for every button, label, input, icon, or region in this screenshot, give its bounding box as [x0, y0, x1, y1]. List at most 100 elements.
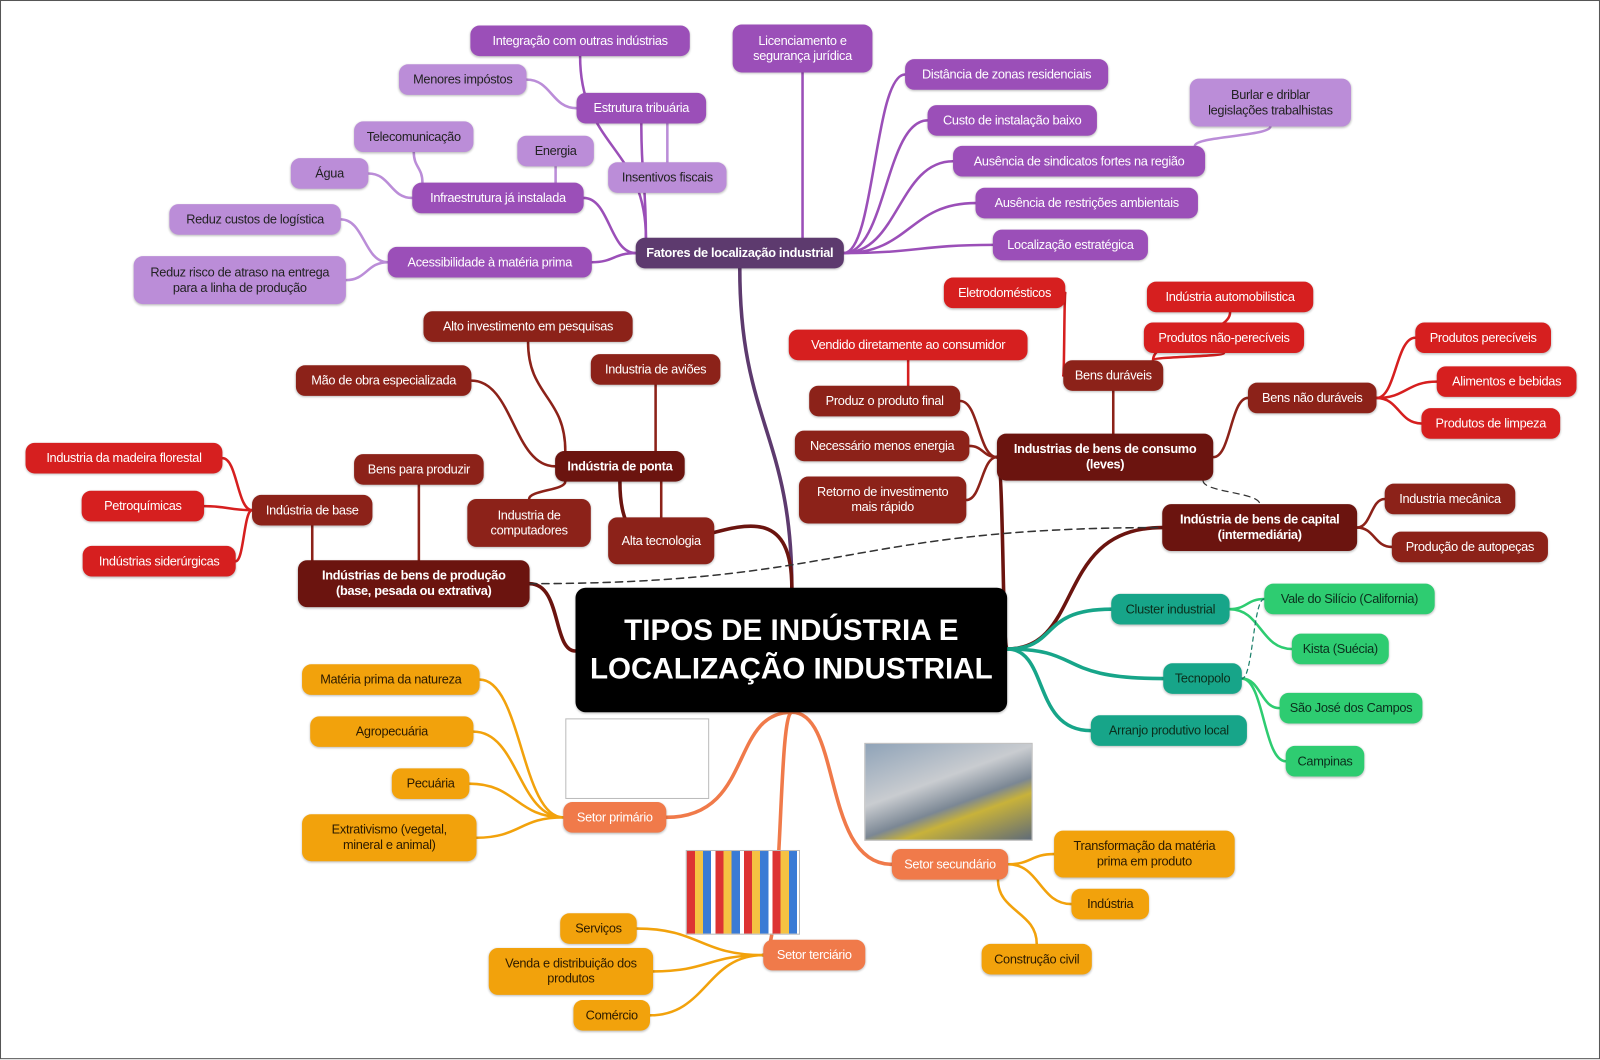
- node-automob[interactable]: Indústria automobilistica: [1146, 281, 1314, 313]
- node-avioes[interactable]: Industria de aviões: [590, 354, 721, 385]
- node-ausenciasind[interactable]: Ausência de sindicatos fortes na região: [953, 145, 1206, 177]
- node-producao[interactable]: Indústrias de bens de produção (base, pe…: [297, 560, 530, 608]
- node-custo[interactable]: Custo de instalação baixo: [927, 105, 1097, 136]
- connector-alimentos: [1375, 380, 1438, 400]
- node-agua[interactable]: Água: [290, 158, 369, 189]
- connector-primario: [664, 710, 794, 820]
- node-fatores[interactable]: Fatores de localização industrial: [635, 237, 844, 269]
- connector-venda: [651, 953, 765, 973]
- node-distancia[interactable]: Distância de zonas residenciais: [905, 59, 1109, 90]
- node-maodeobra[interactable]: Mão de obra especializada: [295, 365, 472, 396]
- connector-arranjo: [1005, 647, 1093, 733]
- node-telecom[interactable]: Telecomunicação: [354, 121, 474, 153]
- farm-tractor-photo: [565, 718, 710, 799]
- connector-secundario: [790, 710, 894, 867]
- node-ausenciarest[interactable]: Ausência de restrições ambientais: [975, 187, 1198, 219]
- node-pereciveis[interactable]: Produtos perecíveis: [1415, 322, 1552, 354]
- connector-tecnopolo: [1005, 647, 1166, 681]
- node-petro[interactable]: Petroquímicas: [81, 490, 205, 522]
- car-factory-photo: [864, 742, 1033, 841]
- node-venda[interactable]: Venda e distribuição dos produtos: [488, 947, 654, 995]
- central-topic[interactable]: TIPOS DE INDÚSTRIA E LOCALIZAÇÃO INDUSTR…: [575, 587, 1008, 713]
- node-campinas[interactable]: Campinas: [1285, 745, 1365, 777]
- node-altatec[interactable]: Alta tecnologia: [608, 517, 715, 565]
- connector-naopereciveis: [1151, 351, 1226, 362]
- node-materia[interactable]: Matéria prima da natureza: [302, 664, 480, 695]
- node-siderurgicas[interactable]: Indústrias siderúrgicas: [82, 545, 236, 577]
- node-naoduraveis[interactable]: Bens não duráveis: [1247, 382, 1377, 414]
- node-localizacao[interactable]: Localização estratégica: [992, 229, 1148, 261]
- node-energia[interactable]: Energia: [517, 135, 594, 167]
- node-tecnopolo[interactable]: Tecnopolo: [1163, 663, 1242, 694]
- node-integracao[interactable]: Integração com outras indústrias: [470, 25, 690, 57]
- node-arranjo[interactable]: Arranjo produtivo local: [1090, 715, 1247, 746]
- node-cluster[interactable]: Cluster industrial: [1111, 593, 1230, 625]
- dashed-link-production-capital: [528, 526, 1164, 585]
- node-alto[interactable]: Alto investimento em pesquisas: [423, 311, 633, 342]
- node-pecuaria[interactable]: Pecuária: [391, 768, 470, 799]
- node-acessibilidade[interactable]: Acessibilidade à matéria prima: [387, 246, 592, 278]
- connector-mecanica: [1355, 497, 1386, 529]
- node-insentivos[interactable]: Insentivos fiscais: [608, 162, 727, 193]
- node-vale[interactable]: Vale do Silício (California): [1264, 583, 1435, 615]
- node-industria[interactable]: Indústria: [1071, 888, 1149, 920]
- node-menosenergia[interactable]: Necessário menos energia: [794, 430, 970, 462]
- node-infra[interactable]: Infraestrutura já instalada: [412, 182, 584, 214]
- node-alimentos[interactable]: Alimentos e bebidas: [1436, 366, 1577, 397]
- node-menores[interactable]: Menores impóstos: [398, 64, 527, 95]
- connector-ausenciasind: [842, 159, 955, 255]
- node-comercio[interactable]: Comércio: [573, 999, 650, 1031]
- connector-campinas: [1240, 677, 1287, 763]
- node-reduzrisco[interactable]: Reduz risco de atraso na entrega para a …: [133, 256, 346, 305]
- node-consumo[interactable]: Industrias de bens de consumo (leves): [996, 433, 1214, 481]
- connector-materia: [478, 678, 565, 819]
- connector-construcao: [996, 878, 1039, 946]
- node-kista[interactable]: Kista (Suécia): [1291, 633, 1389, 665]
- node-naopereciveis[interactable]: Produtos não-perecíveis: [1143, 322, 1305, 354]
- connector-localizacao: [842, 243, 995, 255]
- node-sjc[interactable]: São José dos Campos: [1279, 692, 1423, 724]
- node-madeira[interactable]: Industria da madeira florestal: [25, 442, 223, 474]
- connector-cluster: [1005, 607, 1114, 651]
- node-extrativismo[interactable]: Extrativismo (vegetal, mineral e animal): [302, 814, 477, 862]
- node-licenciamento[interactable]: Licenciamento e segurança jurídica: [732, 24, 873, 73]
- connector-madeira: [221, 456, 254, 512]
- connector-distancia: [842, 73, 907, 255]
- node-terciario[interactable]: Setor terciário: [763, 939, 866, 971]
- connector-burlar: [1193, 125, 1272, 148]
- node-base[interactable]: Indústria de base: [252, 494, 373, 526]
- node-eletro[interactable]: Eletrodomésticos: [943, 277, 1066, 309]
- node-burlar[interactable]: Burlar e driblar legislações trabalhista…: [1189, 78, 1352, 127]
- connector-acessibilidade: [590, 251, 637, 264]
- connector-alto: [526, 340, 567, 453]
- connector-telecom: [412, 150, 424, 184]
- connector-naoduraveis: [1211, 396, 1250, 459]
- node-produz[interactable]: Produz o produto final: [809, 385, 961, 417]
- node-primario[interactable]: Setor primário: [563, 802, 667, 833]
- connector-custo: [842, 119, 929, 255]
- connector-industria: [1006, 863, 1073, 906]
- node-reduzcustos[interactable]: Reduz custos de logística: [169, 204, 341, 235]
- connector-ausenciarest: [842, 201, 977, 255]
- node-retorno[interactable]: Retorno de investimento mais rápido: [798, 476, 967, 524]
- node-computadores[interactable]: Industria de computadores: [467, 498, 591, 547]
- node-construcao[interactable]: Construção civil: [981, 943, 1092, 975]
- node-transformacao[interactable]: Transformação da matéria prima em produt…: [1054, 830, 1235, 878]
- connector-comercio: [648, 953, 765, 1017]
- connector-capital: [1005, 525, 1165, 651]
- node-capital[interactable]: Indústria de bens de capital (intermediá…: [1162, 504, 1358, 552]
- node-estrutura[interactable]: Estrutura tribuária: [576, 92, 707, 124]
- node-ponta[interactable]: Indústria de ponta: [555, 451, 685, 482]
- node-mecanica[interactable]: Industria mecânica: [1384, 483, 1516, 515]
- node-agro[interactable]: Agropecuária: [310, 716, 474, 747]
- node-limpeza[interactable]: Produtos de limpeza: [1421, 408, 1561, 439]
- connector-reduzrisco: [344, 260, 390, 282]
- node-autopecas[interactable]: Produção de autopeças: [1391, 531, 1548, 563]
- connector-limpeza: [1375, 396, 1423, 425]
- node-secundario[interactable]: Setor secundário: [891, 848, 1009, 880]
- node-bensduraveis[interactable]: Bens duráveis: [1063, 360, 1164, 391]
- node-servicos[interactable]: Serviços: [560, 913, 637, 944]
- node-vendido[interactable]: Vendido diretamente ao consumidor: [788, 329, 1028, 361]
- node-bensproduzir[interactable]: Bens para produzir: [354, 454, 484, 485]
